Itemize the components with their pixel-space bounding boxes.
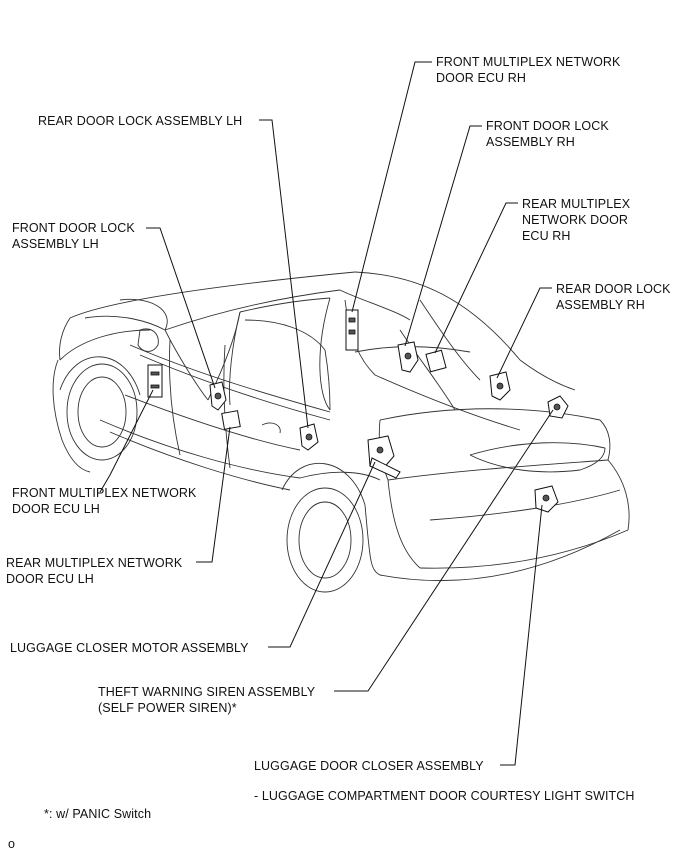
leader-rear-door-lock-lh bbox=[259, 119, 309, 429]
label-front-mpx-ecu-lh: FRONT MULTIPLEX NETWORK DOOR ECU LH bbox=[12, 486, 197, 516]
label-theft-warning-siren: THEFT WARNING SIREN ASSEMBLY (SELF POWER… bbox=[98, 685, 316, 715]
leader-theft-warning-siren bbox=[334, 409, 554, 692]
leader-rear-mpx-ecu-lh bbox=[196, 426, 231, 563]
leader-front-mpx-ecu-rh bbox=[351, 61, 432, 313]
label-rear-mpx-ecu-rh: REAR MULTIPLEX NETWORK DOOR ECU RH bbox=[522, 197, 631, 243]
label-luggage-door-closer: LUGGAGE DOOR CLOSER ASSEMBLY bbox=[254, 759, 484, 773]
figure-id: o bbox=[8, 837, 16, 851]
front-mpx-ecu-lh-part bbox=[147, 364, 163, 398]
leader-front-door-lock-lh bbox=[146, 227, 216, 389]
vehicle-outline bbox=[52, 271, 630, 593]
rear-mpx-ecu-rh-part bbox=[425, 349, 447, 373]
label-front-door-lock-rh: FRONT DOOR LOCK ASSEMBLY RH bbox=[486, 119, 609, 149]
label-front-door-lock-lh: FRONT DOOR LOCK ASSEMBLY LH bbox=[12, 221, 135, 251]
leader-luggage-door-closer bbox=[500, 504, 543, 766]
footnote: *: w/ PANIC Switch bbox=[44, 807, 152, 821]
component-parts bbox=[147, 309, 569, 513]
label-rear-mpx-ecu-lh: REAR MULTIPLEX NETWORK DOOR ECU LH bbox=[6, 556, 183, 586]
leader-front-mpx-ecu-lh bbox=[99, 389, 154, 493]
leader-rear-mpx-ecu-rh bbox=[434, 202, 518, 354]
rear-mpx-ecu-lh-part bbox=[221, 410, 241, 430]
label-rear-door-lock-lh: REAR DOOR LOCK ASSEMBLY LH bbox=[38, 114, 243, 128]
label-rear-door-lock-rh: REAR DOOR LOCK ASSEMBLY RH bbox=[556, 282, 671, 312]
leader-front-door-lock-rh bbox=[404, 125, 482, 347]
leader-rear-door-lock-rh bbox=[496, 287, 552, 379]
label-luggage-closer-motor: LUGGAGE CLOSER MOTOR ASSEMBLY bbox=[10, 641, 249, 655]
leader-luggage-closer-motor bbox=[268, 461, 376, 648]
label-front-mpx-ecu-rh: FRONT MULTIPLEX NETWORK DOOR ECU RH bbox=[436, 55, 621, 85]
leader-lines bbox=[99, 61, 554, 766]
label-courtesy-switch: - LUGGAGE COMPARTMENT DOOR COURTESY LIGH… bbox=[254, 789, 635, 803]
